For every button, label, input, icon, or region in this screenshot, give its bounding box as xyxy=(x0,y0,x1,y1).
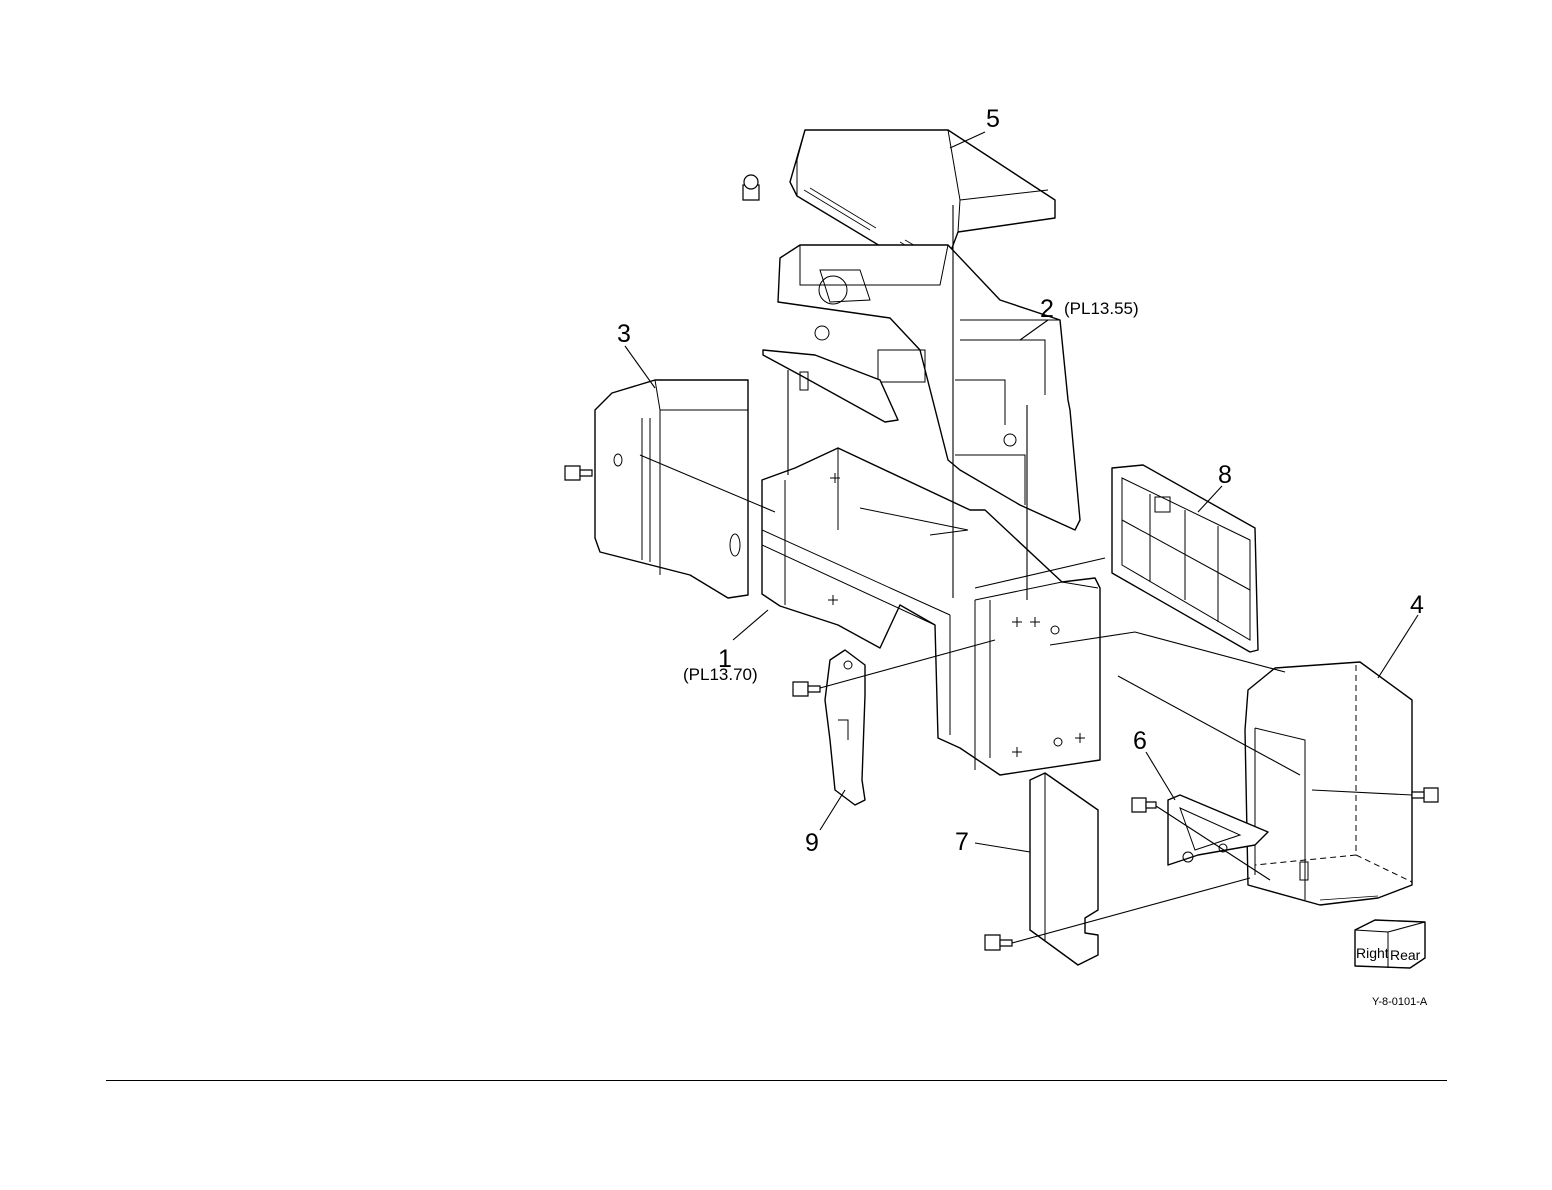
figure-id: Y-8-0101-A xyxy=(1372,996,1428,1008)
bottom-rule xyxy=(106,1080,1447,1081)
callout-5-number: 5 xyxy=(986,105,1000,133)
screw-icon xyxy=(565,466,592,480)
screw-icon xyxy=(743,175,759,200)
orientation-cube-icon: Right Rear xyxy=(1355,920,1425,968)
callout-3-number: 3 xyxy=(617,320,631,348)
callout-4-number: 4 xyxy=(1410,591,1424,619)
screw-icon xyxy=(1132,798,1156,812)
part-4-right-cover xyxy=(1245,662,1412,905)
orientation-right-label: Right xyxy=(1356,945,1389,961)
part-3-left-cover xyxy=(595,380,748,598)
callout-4-leader xyxy=(1378,615,1418,678)
orientation-rear-label: Rear xyxy=(1390,947,1421,963)
screw-icon xyxy=(985,935,1012,950)
callout-7-number: 7 xyxy=(955,828,969,856)
callout-3-leader xyxy=(625,346,655,388)
callout-1-reference: (PL13.70) xyxy=(683,665,758,684)
callout-9-number: 9 xyxy=(805,829,819,857)
callout-2-number: 2 xyxy=(1040,295,1054,323)
callout-8-number: 8 xyxy=(1218,461,1232,489)
callout-6-leader xyxy=(1146,752,1175,800)
callout-6-number: 6 xyxy=(1133,727,1147,755)
callout-9-leader xyxy=(820,790,845,830)
callout-7-leader xyxy=(975,843,1030,852)
callout-2-reference: (PL13.55) xyxy=(1064,299,1139,318)
screw-icon xyxy=(793,682,820,696)
part-8-rear-panel xyxy=(1112,465,1258,652)
callout-1-leader xyxy=(733,610,768,640)
part-9-bracket xyxy=(825,650,865,805)
screw-icon xyxy=(1412,788,1438,802)
part-7-front-cover xyxy=(1030,773,1098,965)
